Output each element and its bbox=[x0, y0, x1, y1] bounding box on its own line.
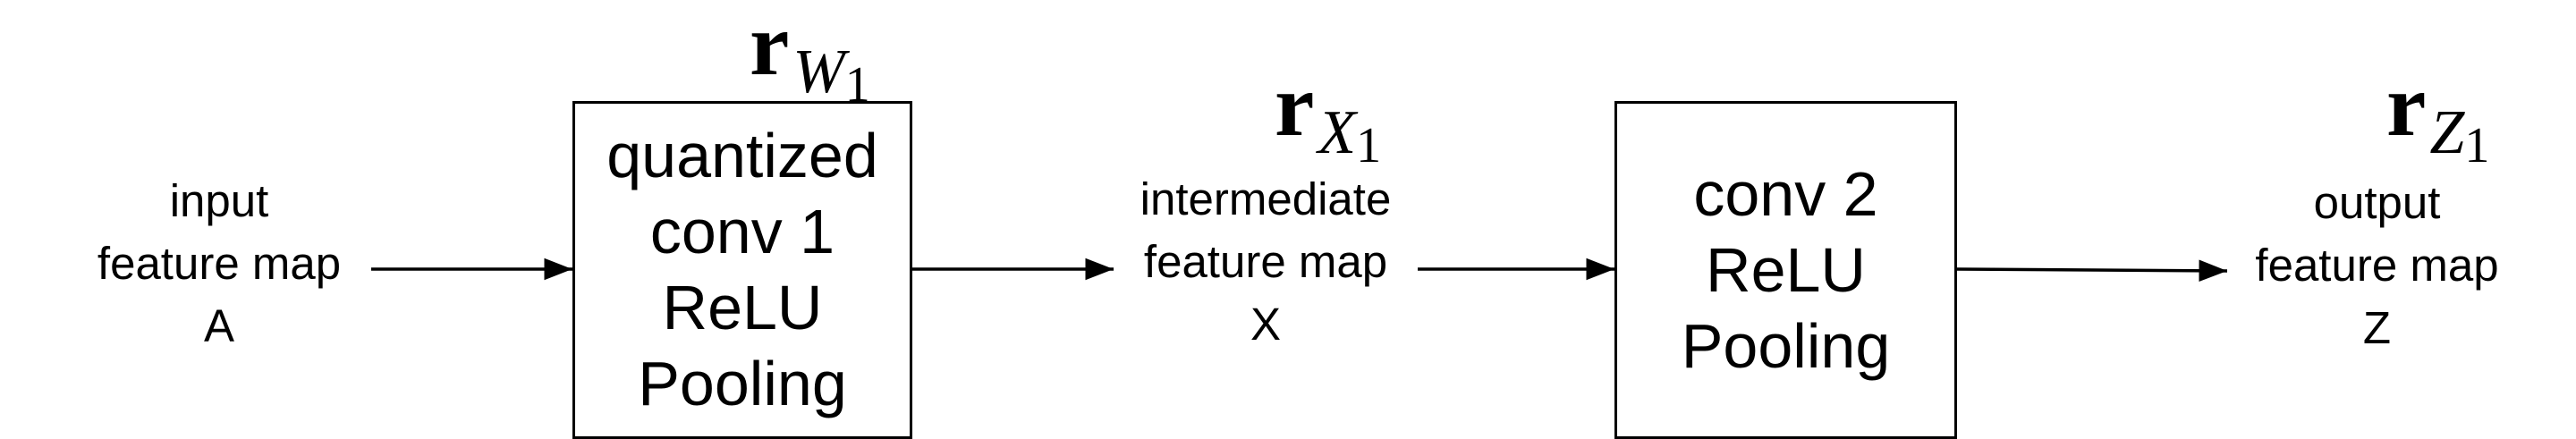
output-feature-map-label: output feature map Z bbox=[2227, 172, 2527, 359]
r-w1-symbol: rW1 bbox=[750, 0, 870, 110]
conv1-block: quantized conv 1 ReLU Pooling bbox=[572, 101, 912, 439]
conv2-line1: conv 2 bbox=[1693, 158, 1878, 229]
intermediate-feature-map-label: intermediate feature map X bbox=[1109, 168, 1422, 356]
r-z1-subnum: 1 bbox=[2464, 118, 2490, 173]
intermediate-label-line3: X bbox=[1250, 299, 1282, 350]
input-label-line3: A bbox=[203, 300, 235, 351]
r-x1-sub: X bbox=[1318, 98, 1357, 167]
r-w1-sub: W bbox=[792, 38, 845, 106]
r-x1-symbol: rX1 bbox=[1275, 61, 1381, 172]
r-z1-sub: Z bbox=[2429, 98, 2465, 167]
conv2-block: conv 2 ReLU Pooling bbox=[1614, 101, 1957, 439]
conv1-line3: ReLU bbox=[662, 273, 823, 342]
r-w1-base: r bbox=[750, 0, 790, 94]
input-label-line2: feature map bbox=[97, 238, 342, 289]
conv1-line2: conv 1 bbox=[649, 197, 835, 266]
conv2-line2: ReLU bbox=[1706, 234, 1866, 305]
input-feature-map-label: input feature map A bbox=[72, 170, 367, 358]
conv1-line4: Pooling bbox=[638, 349, 847, 418]
arrow-conv2-to-output bbox=[1956, 259, 2228, 283]
r-z1-base: r bbox=[2386, 55, 2427, 155]
intermediate-label-line1: intermediate bbox=[1140, 173, 1392, 224]
r-z1-symbol: rZ1 bbox=[2386, 61, 2489, 172]
conv2-line3: Pooling bbox=[1681, 310, 1891, 381]
input-label-line1: input bbox=[169, 175, 269, 226]
conv1-line1: quantized bbox=[606, 121, 878, 190]
r-x1-base: r bbox=[1275, 55, 1315, 155]
r-x1-subnum: 1 bbox=[1356, 118, 1382, 173]
output-label-line1: output bbox=[2313, 177, 2441, 228]
output-label-line3: Z bbox=[2362, 302, 2392, 353]
intermediate-label-line2: feature map bbox=[1143, 236, 1388, 287]
output-label-line2: feature map bbox=[2255, 240, 2499, 291]
